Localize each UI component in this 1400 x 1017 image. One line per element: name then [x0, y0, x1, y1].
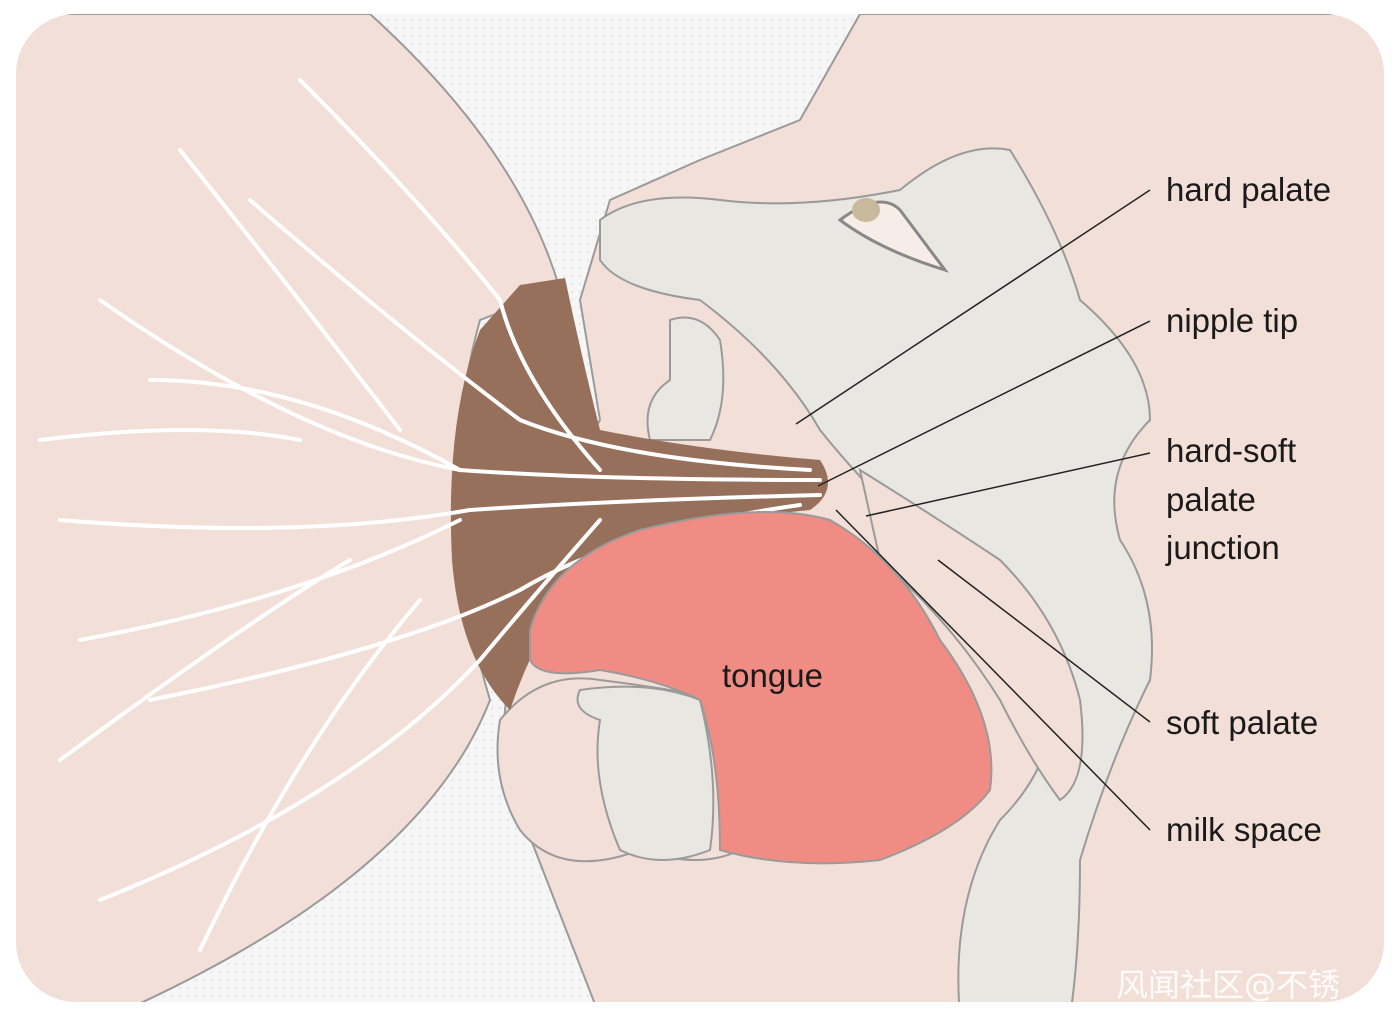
- label-milk-space: milk space: [1166, 811, 1322, 848]
- watermark: 风闻社区@不锈: [1116, 966, 1341, 1004]
- label-junction-line3: junction: [1166, 529, 1280, 566]
- label-junction-line1: hard-soft: [1166, 432, 1297, 469]
- label-soft-palate: soft palate: [1166, 704, 1319, 741]
- lower-gum: [576, 685, 715, 861]
- label-hard-palate: hard palate: [1166, 171, 1332, 208]
- leader-lines: [795, 189, 1151, 831]
- label-tongue: tongue: [722, 657, 823, 694]
- upper-gum: [646, 316, 725, 441]
- label-nipple-tip: nipple tip: [1166, 302, 1299, 339]
- soft-palate-shape: [858, 467, 1084, 802]
- eye-iris: [852, 198, 880, 222]
- tongue-shape: [529, 511, 993, 865]
- label-junction-line2: palate: [1166, 481, 1256, 518]
